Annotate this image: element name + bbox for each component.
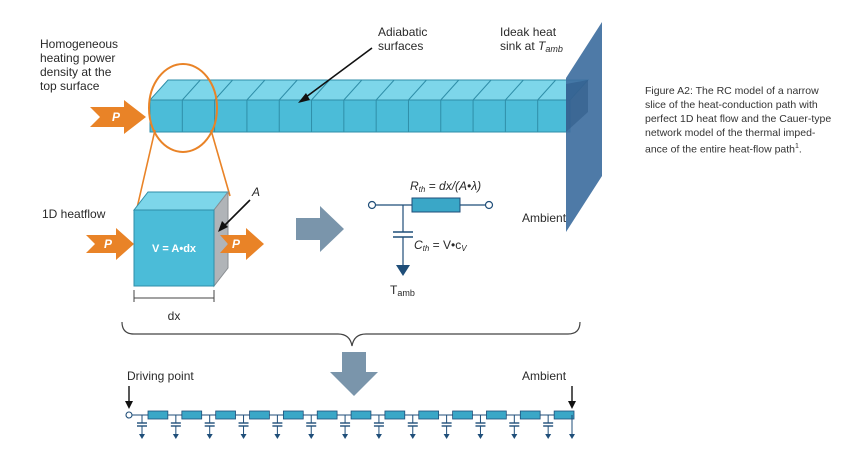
ladder-resistor: [519, 410, 541, 420]
ground-arrow-icon: [274, 434, 281, 439]
down-arrow: [330, 352, 378, 396]
adiabatic-label: Adiabatic surfaces: [378, 25, 431, 53]
bar-slice-divider-top: [278, 79, 298, 101]
cube-top-face: [132, 191, 230, 211]
rc-output-terminal: [484, 200, 494, 210]
bar-slice-divider-top: [181, 79, 201, 101]
driving-point-label: Driving point: [127, 369, 194, 383]
heatflow-out-arrow: P: [220, 228, 264, 260]
ground-arrow-icon: [240, 434, 247, 439]
ground-arrow-icon: [308, 434, 315, 439]
heat-conduction-bar: [148, 79, 590, 133]
bar-slice-divider-top: [505, 79, 524, 101]
heating-power-symbol: P: [112, 110, 121, 124]
area-arrow: [221, 199, 251, 229]
bar-slice-dividers: [181, 79, 557, 132]
ground-arrow-icon: [443, 434, 450, 439]
rc-element: [367, 197, 494, 276]
bar-slice-divider-top: [246, 79, 266, 101]
adiabatic-arrow: [301, 47, 373, 101]
caption-end: .: [798, 143, 802, 156]
caption-line: perfect 1D heat flow and the Cauer-type: [645, 113, 832, 125]
ground-arrow-icon: [545, 434, 552, 439]
ambient-bottom-label: Ambient: [522, 369, 567, 383]
ground-arrow-icon: [511, 434, 518, 439]
heat-sink-plane: [566, 22, 602, 232]
bar-slice-divider-top: [537, 79, 557, 101]
ground-arrow-icon: [342, 434, 349, 439]
rth-resistor: [411, 197, 461, 213]
svg-text:P: P: [104, 237, 113, 251]
equivalence-arrow: [296, 206, 344, 252]
cube-front-face: [133, 209, 215, 287]
rc-input-terminal: [367, 200, 377, 210]
bar-end-in-sink: [566, 80, 588, 132]
caption-footnote-mark: 1: [795, 143, 799, 150]
cauer-ladder-network: [132, 410, 575, 439]
ladder-resistor: [418, 410, 440, 420]
caption-line: ance of the entire heat-flow path1.: [645, 143, 802, 156]
area-arrow-head: [218, 221, 228, 232]
heatsink-label: Ideak heat sink at Tamb: [500, 25, 563, 54]
ladder-resistor: [181, 410, 203, 420]
bar-slice-divider-top: [375, 79, 395, 101]
bar-slice-divider-top: [214, 79, 233, 101]
slice-cube: V = A•dx: [132, 190, 230, 288]
ladder-input-terminal: [125, 411, 133, 419]
caption-line: Figure A2: The RC model of a narrow: [645, 85, 819, 97]
ground-arrow-icon: [139, 434, 145, 439]
heatflow-in-arrow: P: [86, 228, 134, 260]
ground-arrow-icon: [409, 434, 416, 439]
ground-arrow-icon: [569, 434, 575, 439]
bar-slice-divider-top: [311, 79, 330, 101]
bar-slice-divider-top: [440, 79, 460, 101]
ambient-arrow-head: [568, 401, 576, 409]
ladder-resistor: [384, 410, 406, 420]
ground-arrow-icon: [396, 265, 410, 276]
tamb-label: Tamb: [390, 283, 415, 298]
bar-slice-divider-top: [343, 79, 363, 101]
ladder-resistor: [215, 410, 236, 420]
svg-text:P: P: [232, 237, 241, 251]
slice-highlight-ellipse: [148, 63, 218, 153]
ladder-resistor: [316, 410, 338, 420]
ambient-label: Ambient: [522, 211, 567, 225]
cth-label: Cth = V•cV: [414, 238, 467, 253]
driving-point-arrow-head: [125, 401, 133, 409]
figure-caption: Figure A2: The RC model of a narrow slice…: [645, 84, 855, 157]
ladder-resistor: [553, 410, 575, 420]
dx-label: dx: [168, 309, 181, 323]
bar-slice-divider-top: [408, 79, 427, 101]
adiabatic-arrow-head: [298, 93, 310, 103]
heating-power-arrow: P: [90, 100, 146, 134]
caption-line: slice of the heat-conduction path with: [645, 99, 818, 111]
zoom-line-right: [210, 129, 231, 197]
zoom-line-left: [136, 129, 156, 209]
ground-arrow-icon: [206, 434, 213, 439]
summation-brace: [121, 321, 581, 347]
heating-label: Homogeneous heating power density at the…: [40, 37, 121, 93]
ground-arrow-icon: [477, 434, 484, 439]
heatflow-1d-label: 1D heatflow: [42, 207, 106, 221]
area-label: A: [251, 185, 260, 199]
ladder-resistor: [147, 410, 169, 420]
ground-arrow-icon: [375, 434, 382, 439]
bar-front-face: [149, 99, 571, 133]
volume-label: V = A•dx: [152, 243, 197, 255]
caption-line: network model of the thermal imped-: [645, 127, 816, 139]
ladder-resistor: [282, 410, 304, 420]
ladder-resistor: [452, 410, 473, 420]
ladder-resistor: [486, 410, 507, 420]
bar-slice-divider-top: [472, 79, 492, 101]
ladder-resistor: [249, 410, 270, 420]
ground-arrow-icon: [172, 434, 179, 439]
rth-label: Rth = dx/(A•λ): [410, 179, 481, 194]
dx-dimension: [133, 290, 215, 302]
ladder-resistor: [350, 410, 372, 420]
